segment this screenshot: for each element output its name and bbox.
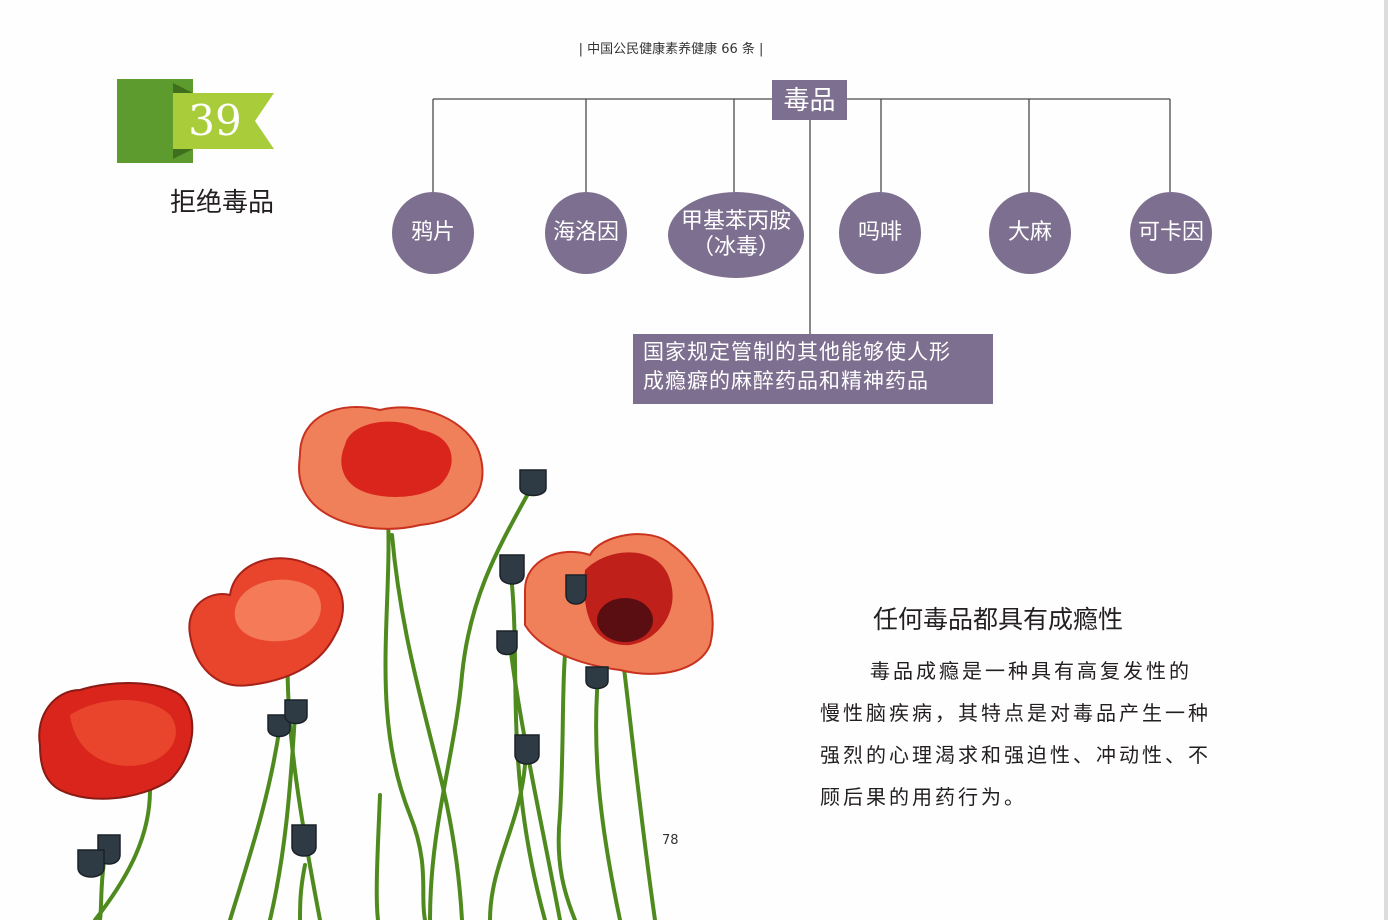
body-line: 慢性脑疾病，其特点是对毒品产生一种 (820, 701, 1211, 725)
node-methamphetamine: 甲基苯丙胺 （冰毒） (668, 192, 804, 278)
poppy-flower (298, 406, 484, 530)
node-label: 可卡因 (1137, 220, 1204, 245)
page-number: 78 (662, 833, 679, 848)
note-line: 国家规定管制的其他能够使人形 (643, 340, 951, 364)
node-sublabel: （冰毒） (691, 235, 780, 260)
section-number: 39 (188, 96, 242, 145)
tree-connectors (432, 98, 1171, 334)
node-cocaine: 可卡因 (1130, 192, 1212, 274)
section-number-badge (117, 79, 274, 163)
node-opium: 鸦片 (392, 192, 474, 274)
poppy-flower (38, 682, 194, 800)
body-line: 强烈的心理渴求和强迫性、冲动性、不 (820, 743, 1211, 767)
poppy-illustration (38, 406, 714, 920)
body-line: 毒品成瘾是一种具有高复发性的 (870, 659, 1192, 683)
article-body: 毒品成瘾是一种具有高复发性的 慢性脑疾病，其特点是对毒品产生一种 强烈的心理渴求… (820, 650, 1225, 818)
running-header: | 中国公民健康素养健康 66 条 | (578, 42, 764, 57)
note-line: 成瘾癖的麻醉药品和精神药品 (643, 369, 929, 393)
node-cannabis: 大麻 (989, 192, 1071, 274)
node-label: 海洛因 (552, 220, 619, 245)
controlled-substances-note: 国家规定管制的其他能够使人形 成瘾癖的麻醉药品和精神药品 (633, 334, 993, 404)
page-edge (1384, 0, 1388, 920)
poppy-pods (77, 469, 609, 878)
body-line: 顾后果的用药行为。 (820, 785, 1027, 809)
poppy-flower (188, 557, 344, 687)
node-heroin: 海洛因 (545, 192, 627, 274)
node-morphine: 吗啡 (839, 192, 921, 274)
root-node-drugs: 毒品 (772, 80, 847, 120)
node-label: 甲基苯丙胺 (680, 209, 791, 234)
section-title: 拒绝毒品 (170, 188, 275, 218)
node-label: 吗啡 (857, 220, 902, 245)
article-subheading: 任何毒品都具有成瘾性 (873, 605, 1124, 634)
node-label: 鸦片 (410, 220, 455, 245)
poppy-flower (524, 533, 714, 675)
node-label: 大麻 (1007, 220, 1052, 245)
